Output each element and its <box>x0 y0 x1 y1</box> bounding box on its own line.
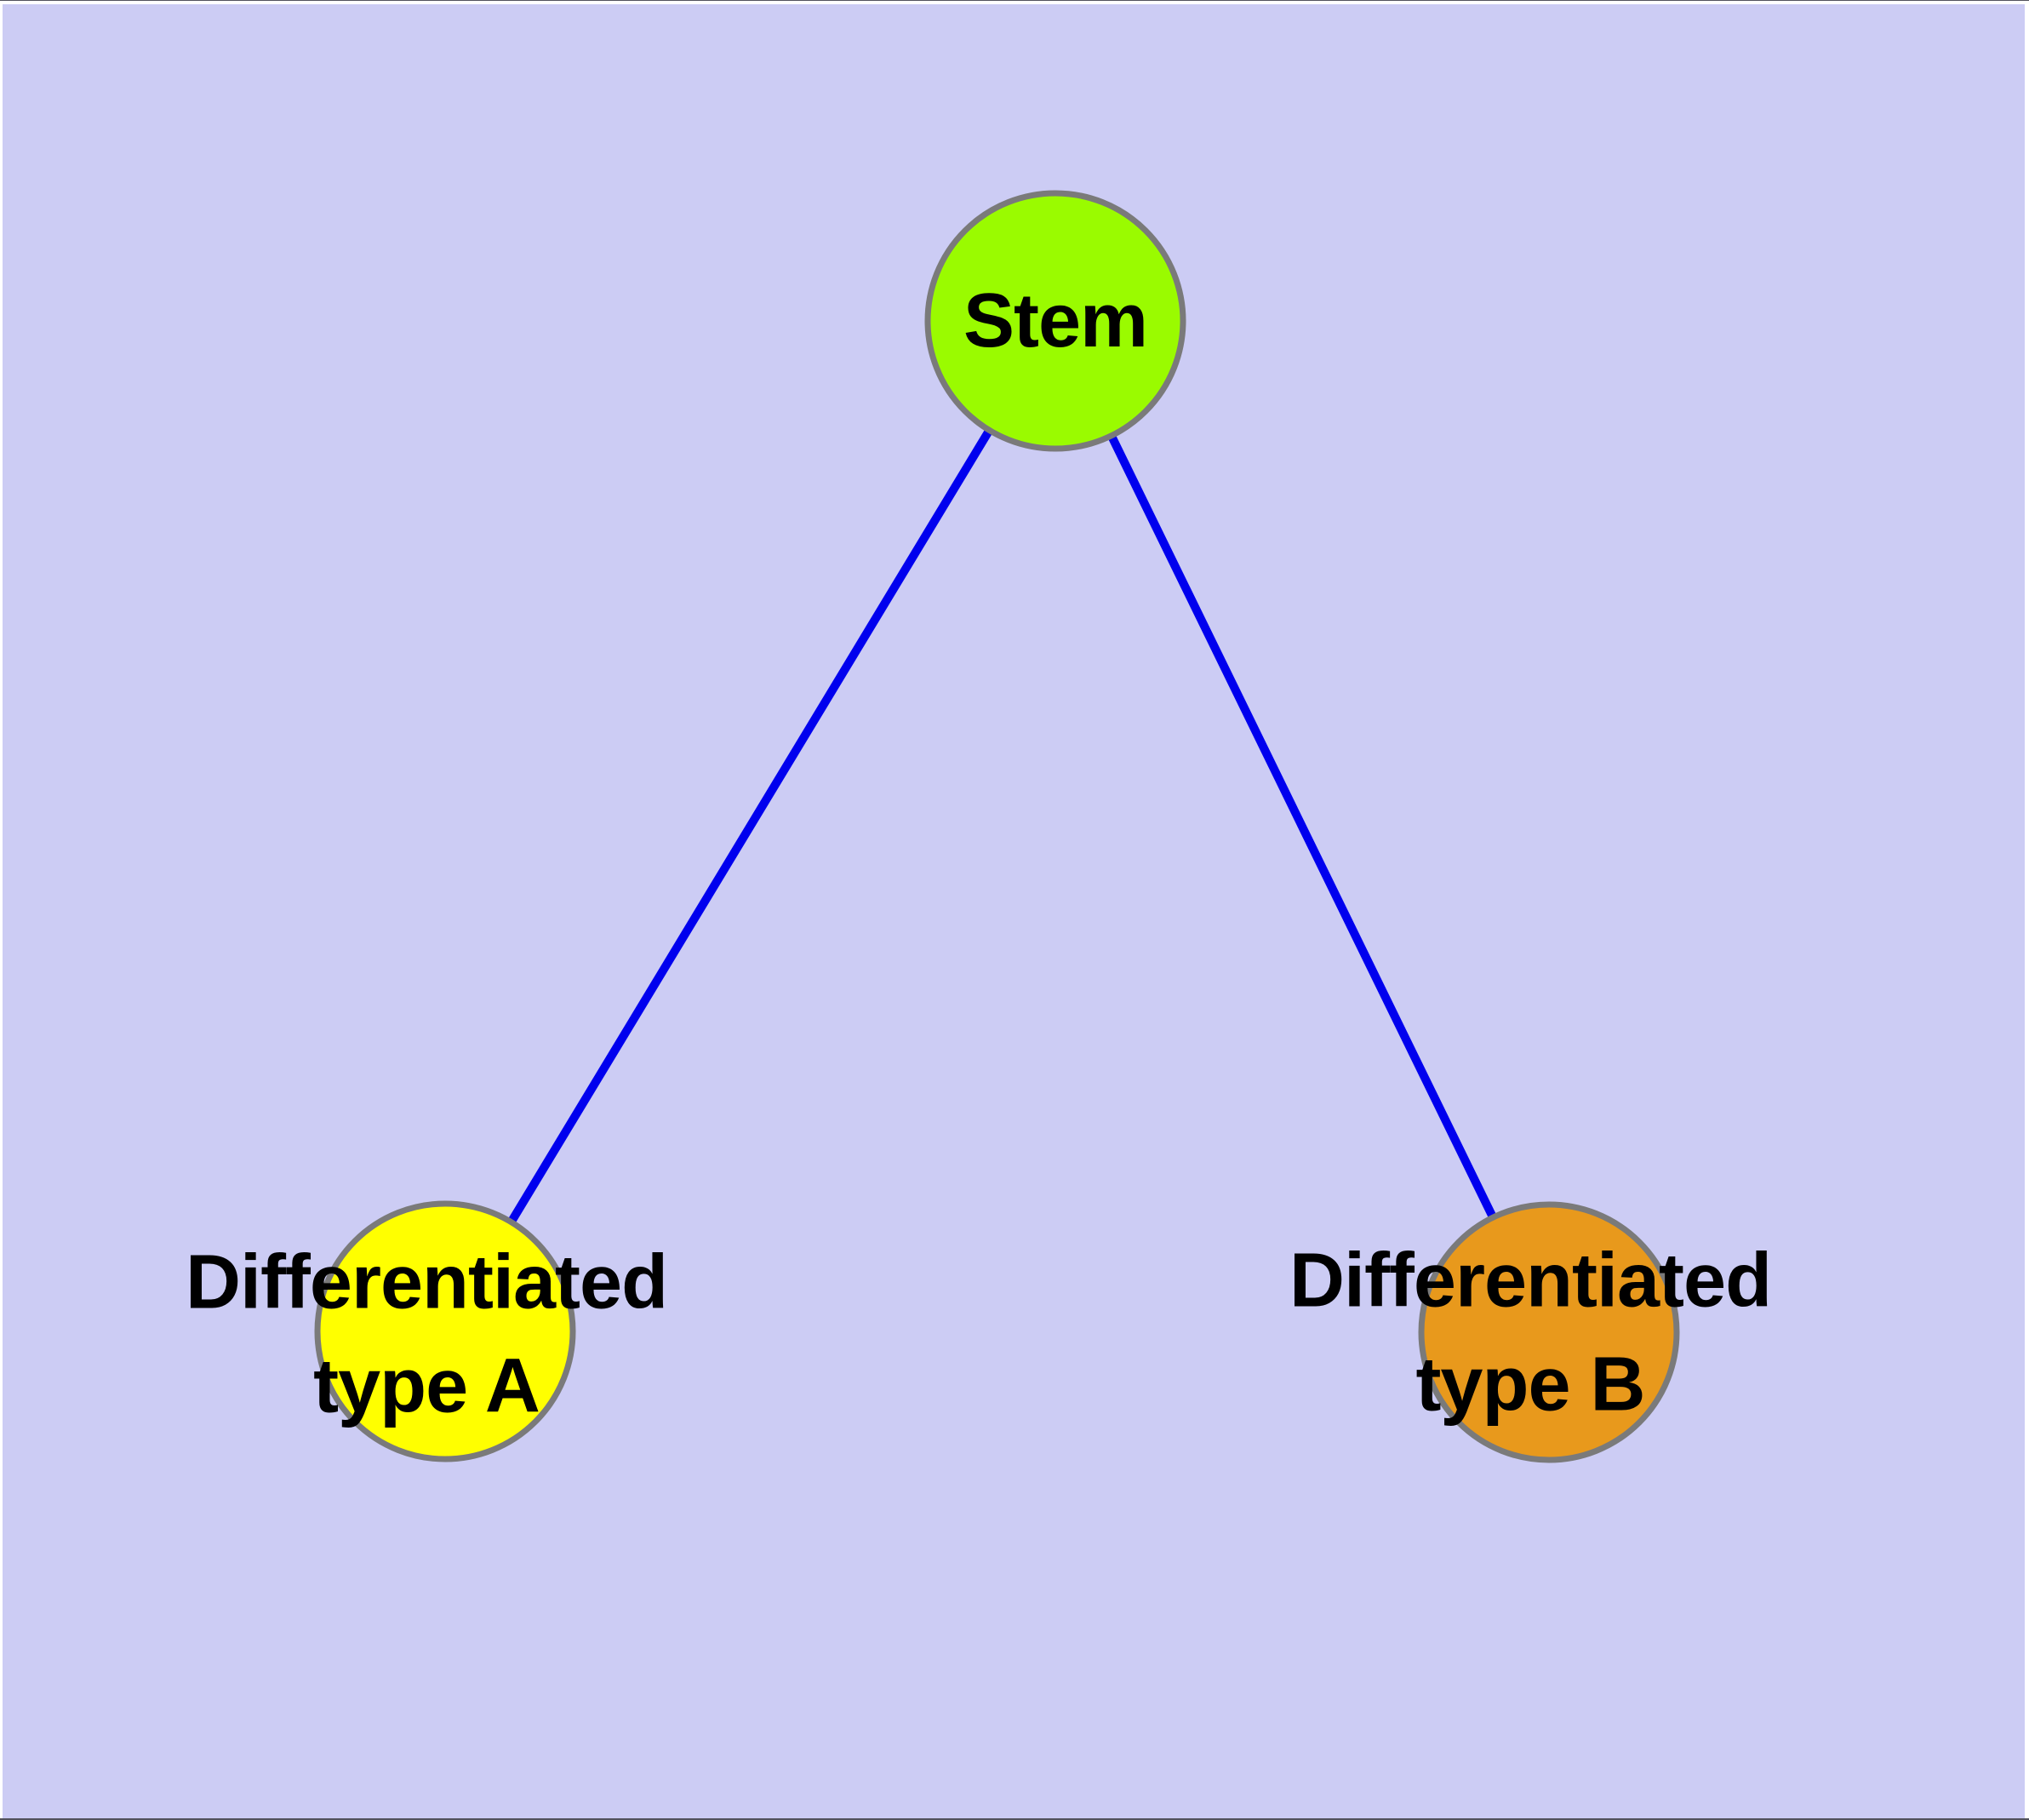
edge-stem-to-type-b <box>1051 318 1553 1335</box>
node-type-a-label-line-1: Differentiated <box>185 1239 668 1325</box>
node-type-a-label: Differentiated type A <box>185 1231 668 1439</box>
node-stem-circle <box>924 190 1186 452</box>
diagram-canvas: Stem Differentiated type A Differentiate… <box>3 4 2025 1818</box>
node-type-a-label-line-2: type A <box>313 1344 540 1429</box>
node-type-b-label-line-2: type B <box>1415 1342 1645 1428</box>
node-stem-label: Stem <box>963 278 1148 363</box>
node-type-b-label-line-1: Differentiated <box>1289 1238 1772 1324</box>
node-type-b-label: Differentiated type B <box>1289 1229 1772 1438</box>
node-type-b-circle <box>1418 1201 1680 1463</box>
graph-svg <box>314 190 1680 1463</box>
node-type-a-circle <box>314 1200 576 1462</box>
edge-stem-to-type-a <box>441 318 1060 1334</box>
